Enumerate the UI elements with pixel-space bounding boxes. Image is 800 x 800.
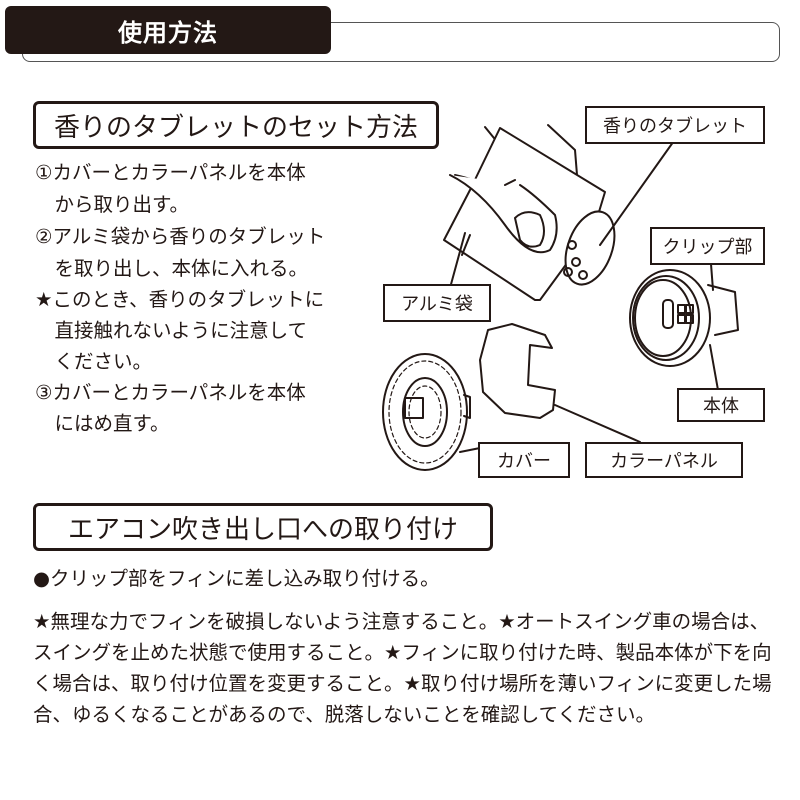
label-aluminum-bag: アルミ袋 [383,284,491,322]
label-color-panel: カラーパネル [585,442,743,478]
step-line: ★このとき、香りのタブレットに [35,288,325,311]
step-line: を取り出し、本体に入れる。 [35,257,309,280]
section-title-ac-mount: エアコン吹き出し口への取り付け [33,503,493,551]
instruction-text: ●クリップ部をフィンに差し込み取り付ける。 [33,567,440,590]
step-line: から取り出す。 [35,193,190,216]
caution-text: ★無理な力でフィンを破損しないよう注意すること。★オートスイング車の場合は、スイ… [33,610,772,726]
section-title-tablet-set: 香りのタブレットのセット方法 [33,101,439,149]
label-body: 本体 [677,388,765,422]
step-line: ②アルミ袋から香りのタブレット [35,225,326,248]
step-line: ください。 [35,350,153,373]
step-line: ③カバーとカラーパネルを本体 [35,381,306,404]
step-line: 直接触れないように注意して [35,319,308,342]
step-line: ①カバーとカラーパネルを本体 [35,161,306,184]
label-tablet: 香りのタブレット [585,106,765,144]
step-line: にはめ直す。 [35,412,170,435]
label-cover: カバー [478,442,570,478]
label-clip: クリップ部 [650,227,765,265]
page-title: 使用方法 [5,6,331,54]
